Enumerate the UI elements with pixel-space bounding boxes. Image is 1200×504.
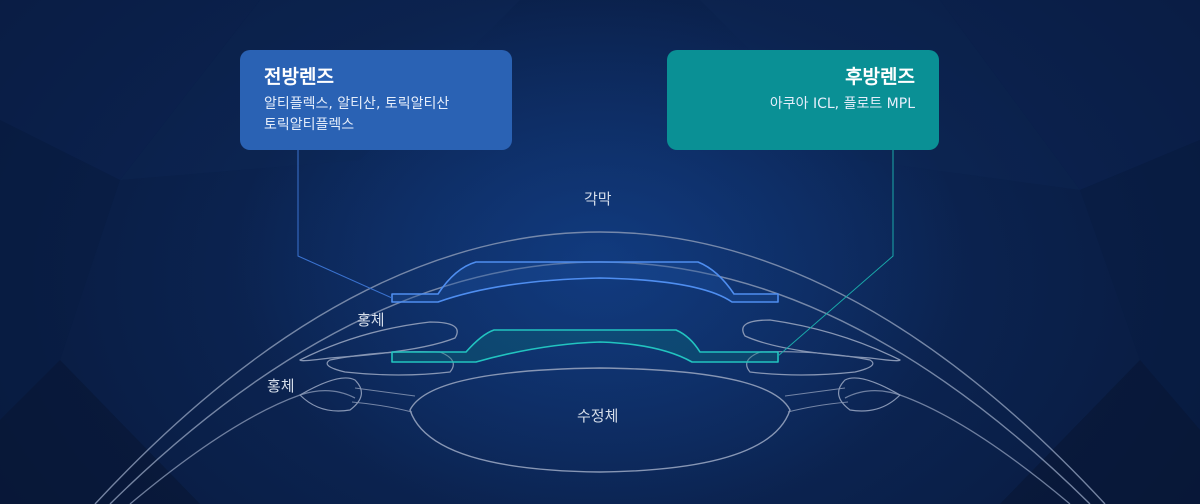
anterior-lens-callout[interactable]: 전방렌즈 알티플렉스, 알티산, 토릭알티산 토릭알티플렉스 xyxy=(240,50,512,150)
sclera-right-curve xyxy=(844,390,1071,504)
iris-right-shape xyxy=(742,319,901,362)
crystalline-lens-label: 수정체 xyxy=(577,407,619,425)
posterior-lens-title: 후방렌즈 xyxy=(845,66,915,88)
cornea-inner-curve xyxy=(109,261,1091,504)
zonule-fibers xyxy=(351,387,849,413)
cornea-outer-curve xyxy=(94,231,1106,504)
ciliary-right-shape xyxy=(746,351,874,376)
posterior-leader-line xyxy=(777,150,894,357)
ciliary-left-body xyxy=(299,377,362,412)
anterior-iol-shape[interactable] xyxy=(391,261,779,303)
posterior-iol-shape[interactable] xyxy=(391,329,779,363)
iris-left-shape xyxy=(299,321,458,362)
posterior-lens-products-1: 아쿠아 ICL, 플로트 MPL xyxy=(769,96,915,112)
sclera-left-curve xyxy=(129,390,356,504)
anterior-lens-title: 전방렌즈 xyxy=(264,66,334,88)
anterior-leader-line xyxy=(297,150,393,299)
anterior-lens-products-1: 알티플렉스, 알티산, 토릭알티산 xyxy=(264,96,450,112)
iris-label-upper: 홍체 xyxy=(357,311,385,329)
posterior-lens-callout[interactable]: 후방렌즈 아쿠아 ICL, 플로트 MPL xyxy=(667,50,939,150)
ciliary-right-body xyxy=(838,377,901,412)
iris-label-lower: 홍체 xyxy=(267,377,295,395)
cornea-label: 각막 xyxy=(584,190,612,208)
crystalline-lens-shape xyxy=(409,367,791,473)
anterior-lens-products-2: 토릭알티플렉스 xyxy=(264,117,355,133)
